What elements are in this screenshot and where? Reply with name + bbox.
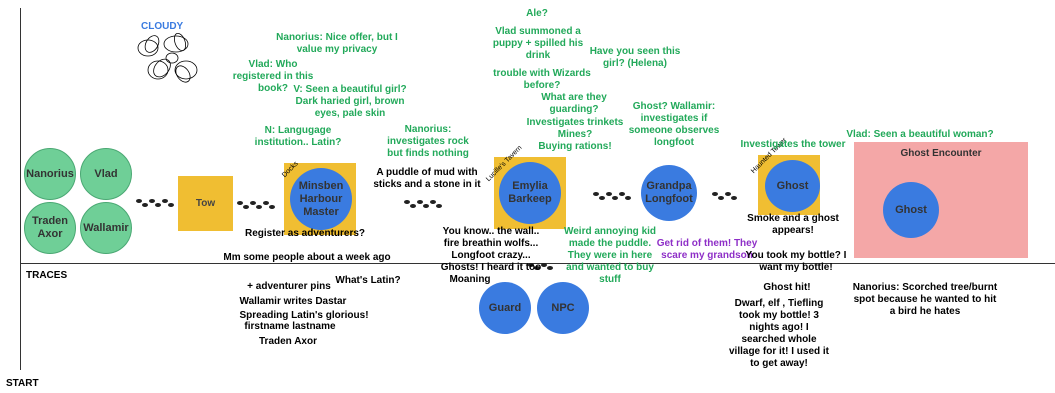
note-you-know: You know.. the wall.. fire breathin wolf… [442,226,540,261]
note-wizards: trouble with Wizards before? [493,68,591,91]
note-weird-kid: Weird annoying kid made the puddle. They… [563,226,657,285]
note-moaning: Moaning [449,274,491,285]
timeline-vertical-axis [20,8,21,370]
note-puddle: A puddle of mud with sticks and a stone … [373,167,481,190]
footprints-icon [237,201,275,209]
party-member-vlad[interactable]: Vlad [80,148,132,200]
footprints-icon [136,199,174,207]
traces-label: TRACES [26,270,68,281]
note-vlad-woman: Vlad: Seen a beautiful woman? [846,129,994,140]
note-smoke: Smoke and a ghost appears! [747,213,839,236]
note-pins: + adventurer pins [247,281,331,292]
weather-label: CLOUDY [141,21,184,32]
note-ghost-question: Ghost? Wallamir: investigates if someone… [628,101,720,148]
note-get-rid: Get rid of them! They scare my grandson [656,238,758,261]
note-mines: Mines? [557,129,593,140]
note-bottle: You took my bottle? I want my bottle! [745,250,847,273]
note-v-seen: V: Seen a beautiful girl? Dark haried gi… [293,84,407,119]
ghost-encounter-panel[interactable] [854,142,1028,258]
note-nanorius-offer: Nanorius: Nice offer, but I value my pri… [276,32,398,55]
footprints-icon [593,192,631,200]
footprints-icon [404,200,442,208]
note-firstname: firstname lastname [244,321,336,332]
note-vlad-puppy: Vlad summoned a puppy + spilled his drin… [492,26,584,61]
start-label: START [6,378,39,389]
ghost-encounter-title: Ghost Encounter [900,148,982,159]
note-ale: Ale? [526,8,548,19]
footprints-icon [528,263,553,270]
note-dwarf: Dwarf, elf , Tiefling took my bottle! 3 … [728,298,829,369]
location-tow[interactable] [178,176,233,231]
note-trinkets: Investigates trinkets [526,117,624,128]
note-ghost-hit: Ghost hit! [763,282,811,293]
party-member-traden-axor[interactable]: Traden Axor [24,202,76,254]
npc-minsben-harbour-master[interactable]: Minsben Harbour Master [290,168,352,230]
traces-divider [20,263,1055,264]
note-helena: Have you seen this girl? (Helena) [589,46,681,69]
cloud-doodle-icon [137,32,198,83]
npc-guard[interactable]: Guard [479,282,531,334]
note-nanorius-rock: Nanorius: investigates rock but finds no… [387,124,469,159]
npc-emylia-barkeep[interactable]: Emylia Barkeep [499,162,561,224]
note-whats-latin: What's Latin? [335,275,401,286]
party-member-nanorius[interactable]: Nanorius [24,148,76,200]
note-vlad-who: Vlad: Who registered in this book? [232,59,314,94]
note-scorched: Nanorius: Scorched tree/burnt spot becau… [852,282,998,317]
npc-ghost[interactable]: Ghost [765,160,820,212]
location-tow-label: Tow [195,198,216,209]
note-ghosts-heard: Ghosts! I heard it too [440,262,542,273]
note-guarding: What are they guarding? [541,92,607,115]
note-traden: Traden Axor [259,336,317,347]
note-register: Register as adventurers? [244,228,366,239]
note-investigates-tower: Investigates the tower [740,139,846,150]
party-member-wallamir[interactable]: Wallamir [80,202,132,254]
footprints-icon [712,192,737,200]
ghost-encounter-ghost[interactable]: Ghost [883,182,939,238]
npc-generic[interactable]: NPC [537,282,589,334]
note-spreading: Spreading Latin's glorious! [239,310,369,321]
note-buying: Buying rations! [538,141,612,152]
npc-grandpa-longfoot[interactable]: Grandpa Longfoot [641,165,697,221]
note-dastar: Wallamir writes Dastar [239,296,347,307]
note-mm-people: Mm some people about a week ago [223,252,391,263]
note-n-language: N: Langugage institution.. Latin? [254,125,342,148]
